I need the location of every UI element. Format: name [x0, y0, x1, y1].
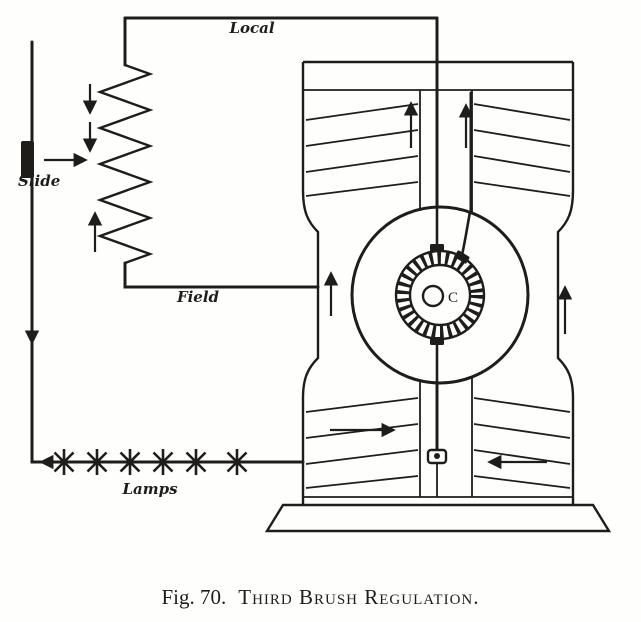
field-winding-lower-right: [473, 397, 571, 489]
brush-top: [430, 244, 444, 252]
commutator-segments: [397, 252, 483, 338]
brush-lead-third: [460, 210, 472, 257]
label-local: Local: [228, 19, 274, 37]
wire-main-left-and-lamps: [30, 40, 305, 464]
field-winding-upper-left: [305, 103, 419, 197]
label-slide: Slide: [18, 172, 60, 190]
caption-title: Third Brush Regulation.: [238, 585, 480, 609]
terminal-clip: [426, 448, 448, 465]
frame-left-edge: [301, 62, 320, 505]
base-pedestal: [264, 503, 612, 533]
brush-bottom: [430, 337, 444, 345]
brush-third: [454, 250, 470, 264]
caption-figure-number: Fig. 70.: [161, 585, 227, 609]
armature-center-label: C: [448, 290, 458, 306]
figure-caption: Fig. 70. Third Brush Regulation.: [0, 585, 641, 610]
armature: C: [350, 205, 530, 385]
label-field: Field: [176, 288, 220, 306]
brush-gear: [430, 203, 472, 385]
lamp-icon: [82, 447, 112, 477]
wire-field: [123, 261, 320, 289]
label-lamps: Lamps: [121, 480, 178, 498]
slider-contact: [21, 141, 34, 178]
frame-right-edge: [556, 62, 575, 505]
lamp-icon: [222, 447, 252, 477]
resistor-coil: [96, 63, 154, 265]
field-winding-upper-right: [473, 103, 571, 197]
lamp-icon: [148, 447, 178, 477]
figure-70-diagram: C: [18, 16, 612, 533]
lamp-icon: [115, 447, 145, 477]
current-arrows: [24, 84, 573, 470]
lamp-icon: [181, 447, 211, 477]
field-winding-lower-left: [305, 397, 419, 489]
shaft-circle: [421, 284, 445, 308]
